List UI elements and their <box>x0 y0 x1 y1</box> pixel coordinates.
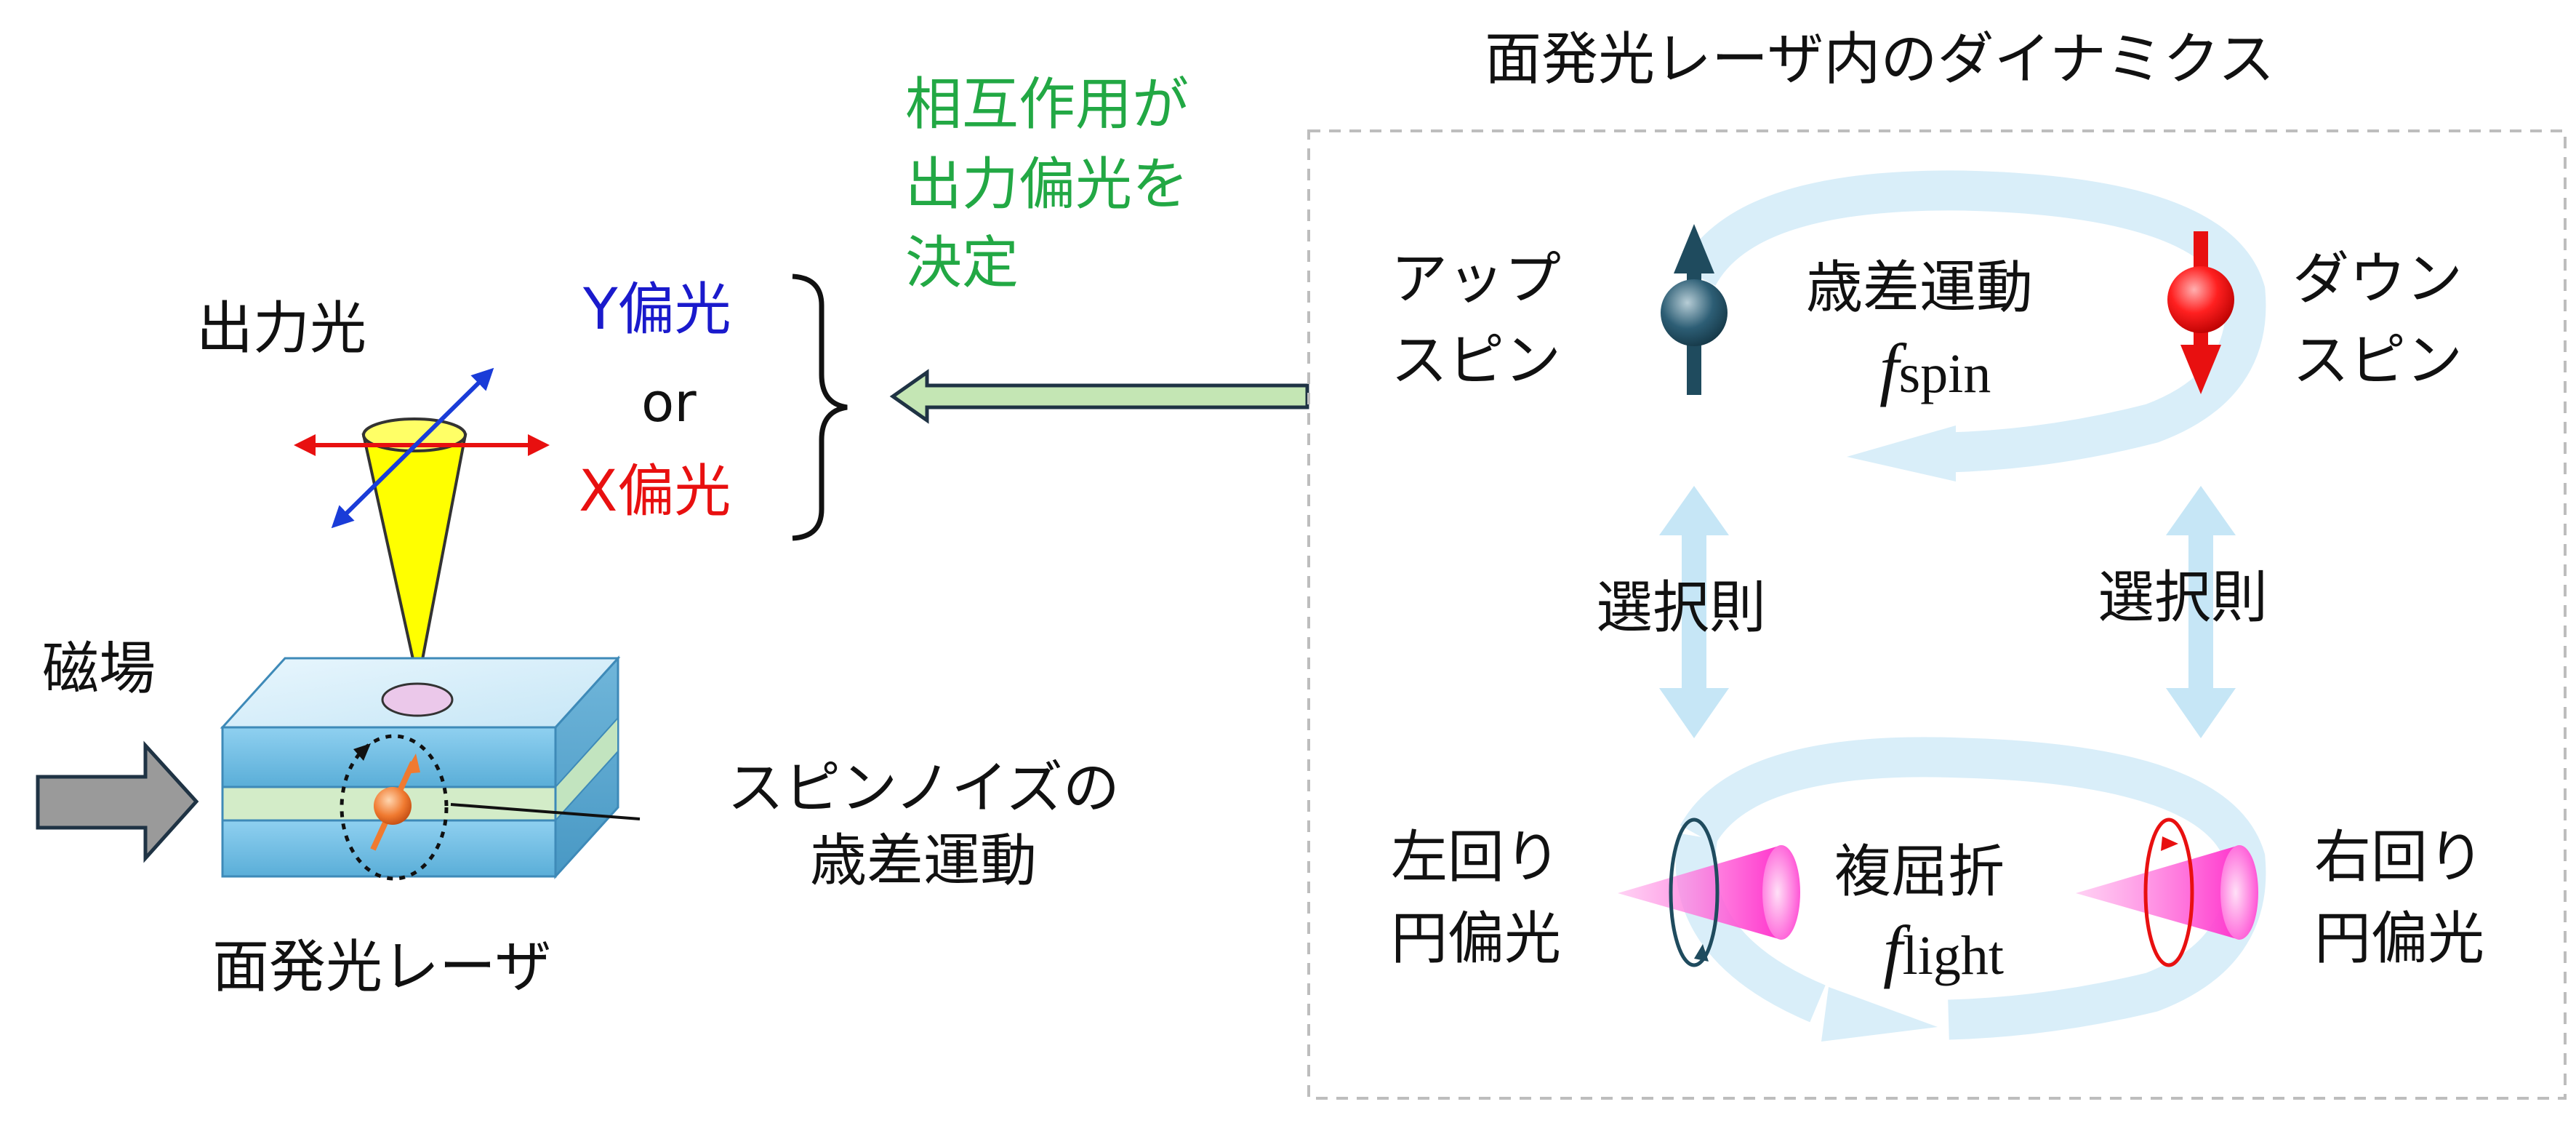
f-spin-subscript: spin <box>1898 343 1991 404</box>
interaction-note-line3: 決定 <box>905 231 1019 296</box>
f-light-label: flight <box>1883 911 2004 991</box>
dynamics-box <box>1307 129 2567 1100</box>
output-light-label: 出力光 <box>196 296 367 361</box>
right-circular-label-line1: 右回り <box>2314 825 2484 890</box>
spin-up-label-line2: スピン <box>1390 328 1561 393</box>
birefringence-label: 複屈折 <box>1834 839 2005 905</box>
dynamics-title: 面発光レーザ内のダイナミクス <box>1485 27 2275 92</box>
interaction-note-line1: 相互作用が <box>905 72 1189 137</box>
spin-noise-label-line1: スピンノイズの <box>727 756 1120 821</box>
or-label: or <box>641 372 697 434</box>
spin-noise-label-line2: 歳差運動 <box>809 828 1037 894</box>
left-circular-light-icon <box>1618 818 1800 967</box>
selection-rule-left-label: 選択則 <box>1596 575 1767 641</box>
brace-icon <box>792 273 848 541</box>
spin-down-icon <box>2167 231 2234 394</box>
f-light-subscript: light <box>1902 925 2005 986</box>
spin-cycle-arrow <box>1680 170 2266 481</box>
precession-direction-icon <box>353 743 371 761</box>
interaction-note-line2: 出力偏光を <box>905 152 1189 217</box>
f-light-symbol: f <box>1883 911 1903 989</box>
vcsel-device <box>220 655 621 879</box>
precession-path <box>340 734 449 881</box>
y-polarization-arrow <box>331 367 494 529</box>
spin-down-label-line2: スピン <box>2292 328 2463 393</box>
left-circular-label-line1: 左回り <box>1390 825 1561 890</box>
f-spin-label: fspin <box>1879 329 1991 409</box>
right-circular-label-line2: 円偏光 <box>2314 906 2484 972</box>
left-circular-label-line2: 円偏光 <box>1390 906 1561 972</box>
light-cycle-arrow <box>1675 737 2266 1042</box>
selection-rule-right-label: 選択則 <box>2098 565 2268 631</box>
f-spin-symbol: f <box>1879 329 1899 407</box>
output-beam <box>361 417 468 683</box>
device-label: 面発光レーザ <box>212 935 552 1000</box>
precession-label: 歳差運動 <box>1805 255 2033 321</box>
selection-rule-arrow-left <box>1659 486 1729 738</box>
magnetic-field-arrow <box>36 740 199 863</box>
spin-noise-leader-line <box>450 803 641 820</box>
spin-noise-particle <box>374 787 412 825</box>
x-polarization-label: X偏光 <box>579 459 731 524</box>
spin-noise-arrowhead <box>404 754 420 774</box>
right-circular-light-icon <box>2076 818 2258 967</box>
y-polarization-label: Y偏光 <box>583 277 731 343</box>
magnetic-field-label: 磁場 <box>42 636 156 702</box>
spin-up-icon <box>1661 224 1728 395</box>
spin-down-label-line1: ダウン <box>2292 247 2463 312</box>
interaction-arrow <box>889 369 1309 424</box>
selection-rule-arrow-right <box>2166 486 2236 738</box>
spin-up-label-line1: アップ <box>1390 247 1561 312</box>
